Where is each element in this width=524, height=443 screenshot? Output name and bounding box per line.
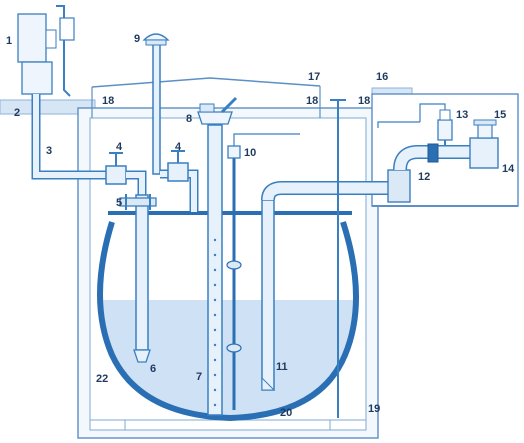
check-valve-13 xyxy=(437,119,453,141)
manhole-flange xyxy=(119,197,157,207)
level-float-lower xyxy=(226,343,242,353)
label-19: 19 xyxy=(368,403,380,415)
label-18-left: 18 xyxy=(102,95,114,107)
pump-14 xyxy=(469,137,499,169)
fill-device xyxy=(197,111,233,125)
label-22: 22 xyxy=(96,373,108,385)
dispenser-display xyxy=(45,29,57,49)
label-11: 11 xyxy=(276,361,288,373)
label-10: 10 xyxy=(244,147,256,159)
label-14: 14 xyxy=(502,163,515,175)
flange-in-pump-house xyxy=(427,143,439,163)
fill-pipe xyxy=(261,199,275,391)
label-1: 1 xyxy=(6,35,12,47)
label-18-right: 18 xyxy=(358,95,370,107)
level-float-upper xyxy=(226,260,242,270)
label-13: 13 xyxy=(456,109,468,121)
foot-valve xyxy=(133,349,151,363)
measuring-pipe-holes xyxy=(213,238,217,407)
label-7: 7 xyxy=(196,371,202,383)
pump-inlet-pipe xyxy=(394,146,470,171)
valve-4-left xyxy=(105,165,127,185)
label-3: 3 xyxy=(46,145,52,157)
suction-pipe xyxy=(135,194,149,351)
coupling-12 xyxy=(387,169,411,203)
label-20: 20 xyxy=(280,407,292,419)
dispenser-nozzle-holder xyxy=(59,17,75,41)
dispenser-base xyxy=(21,61,53,95)
dispenser-hose xyxy=(56,5,71,97)
label-4-left: 4 xyxy=(116,141,123,153)
label-5: 5 xyxy=(116,197,122,209)
label-18-mid: 18 xyxy=(306,95,318,107)
level-gauge-head xyxy=(227,145,241,159)
label-16: 16 xyxy=(376,71,388,83)
label-8: 8 xyxy=(186,113,192,125)
label-12: 12 xyxy=(418,171,430,183)
vent-pipe xyxy=(152,43,161,175)
canopy-roof xyxy=(91,77,321,88)
fill-line xyxy=(262,182,392,201)
supply-pipe xyxy=(33,94,112,178)
label-2: 2 xyxy=(14,107,20,119)
pump-motor-15 xyxy=(477,123,493,139)
fuel-dispenser xyxy=(17,13,47,63)
tank-shell xyxy=(97,221,359,422)
vent-cap xyxy=(142,33,170,41)
ground-slab-left xyxy=(0,99,96,115)
fill-device-lever xyxy=(220,96,238,114)
label-15: 15 xyxy=(494,109,506,121)
label-17: 17 xyxy=(308,71,320,83)
valve-4-right xyxy=(167,162,189,182)
label-9: 9 xyxy=(134,33,140,45)
label-6: 6 xyxy=(150,363,156,375)
label-4-right: 4 xyxy=(175,141,182,153)
